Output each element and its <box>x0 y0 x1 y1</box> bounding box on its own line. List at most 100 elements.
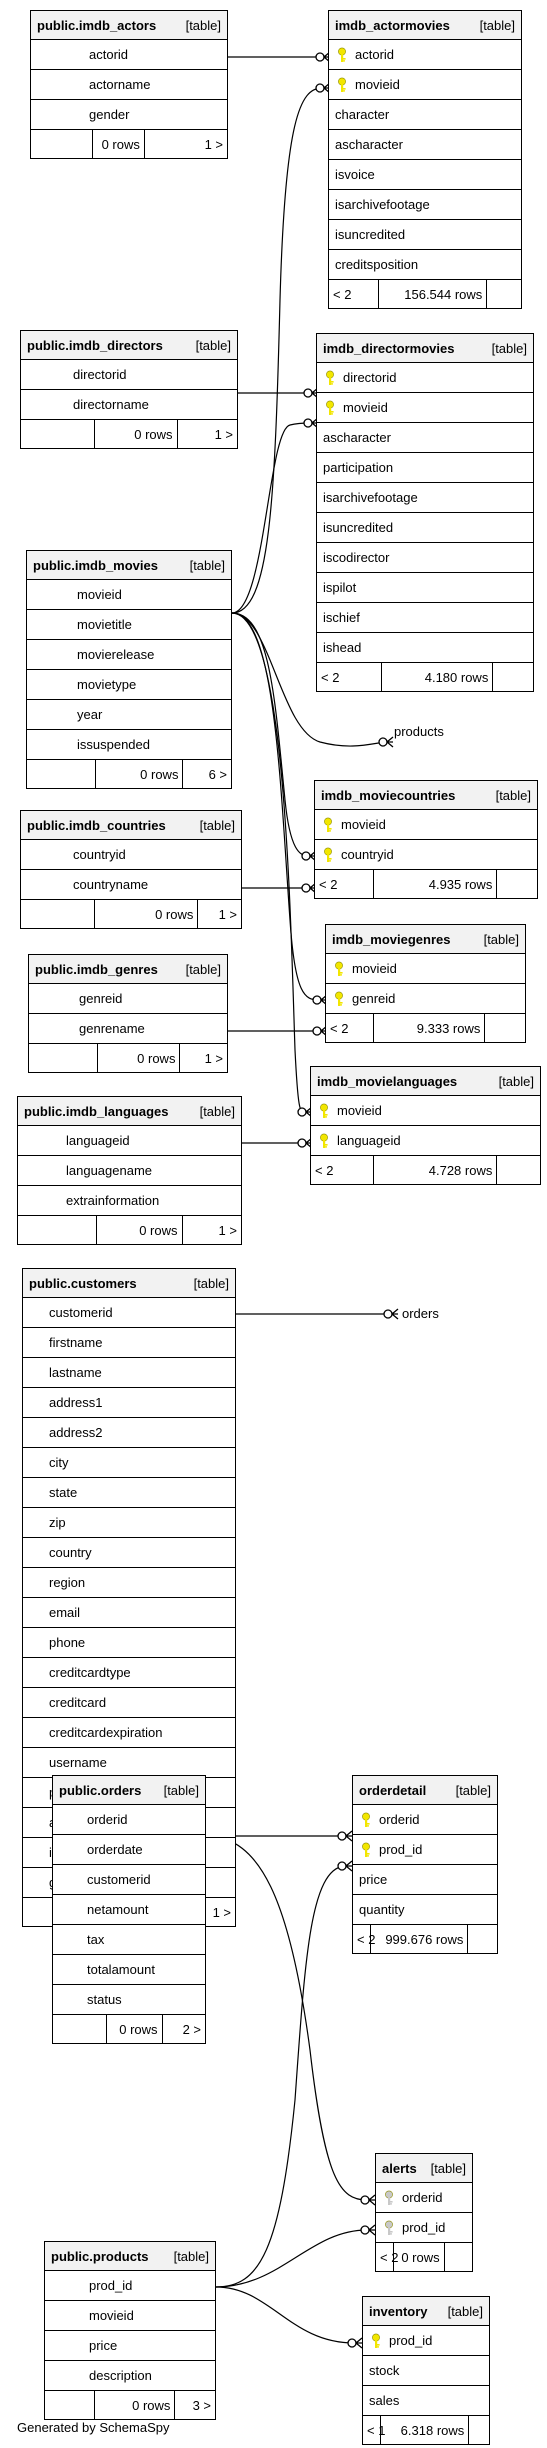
parent-count <box>27 760 97 789</box>
column-name: orderid <box>379 1812 420 1827</box>
table-type: [table] <box>495 787 531 803</box>
column-name: actorid <box>355 47 395 62</box>
column-name: movieid <box>352 961 397 976</box>
primary-key-icon <box>321 847 335 863</box>
relationship-end-circle <box>312 995 322 1005</box>
column-row: genreid <box>29 984 227 1014</box>
column-row: languageid <box>18 1126 241 1156</box>
relationship-line <box>231 87 323 614</box>
column-name: languagename <box>66 1163 153 1178</box>
row-count: 0 rows <box>93 130 145 159</box>
column-name: lastname <box>49 1365 102 1380</box>
table-type: [table] <box>195 337 231 353</box>
column-row: year <box>27 700 231 730</box>
table-header: public.customers[table] <box>23 1269 235 1298</box>
column-row: creditsposition <box>329 250 521 280</box>
table-type: [table] <box>491 340 527 356</box>
column-row: zip <box>23 1508 235 1538</box>
table-type: [table] <box>483 931 519 947</box>
column-name: actorname <box>89 77 151 92</box>
column-name: movieid <box>341 817 386 832</box>
row-count: 0 rows <box>95 2391 176 2420</box>
relationship-line <box>231 612 309 857</box>
relationship-line <box>231 422 311 614</box>
column-name: address2 <box>49 1425 103 1440</box>
parent-count: < 2 <box>311 1156 375 1185</box>
row-count: 156.544 rows <box>379 280 488 309</box>
parent-count: < 2 <box>317 663 383 692</box>
child-count <box>469 2416 489 2445</box>
column-row: creditcardexpiration <box>23 1718 235 1748</box>
table-header: public.imdb_countries[table] <box>21 811 241 840</box>
relationship-line <box>231 612 305 1113</box>
column-name: directorname <box>73 397 149 412</box>
primary-key-icon <box>323 400 337 416</box>
table-type: [table] <box>185 961 221 977</box>
column-row: lastname <box>23 1358 235 1388</box>
row-count: 0 rows <box>95 900 199 929</box>
column-row: movieid <box>27 580 231 610</box>
column-row: movieid <box>45 2301 215 2331</box>
table-name: imdb_directormovies <box>323 340 455 356</box>
column-name: prod_id <box>379 1842 423 1857</box>
table-header: imdb_moviecountries[table] <box>315 781 537 810</box>
column-row: region <box>23 1568 235 1598</box>
child-count: 1 > <box>218 1223 237 1238</box>
parent-count <box>45 2391 96 2420</box>
child-count <box>445 2243 472 2272</box>
relationship-end-crowfoot <box>386 736 394 748</box>
row-count: 0 rows <box>98 1044 181 1073</box>
primary-key-icon <box>369 2333 383 2349</box>
table-header: orderdetail[table] <box>353 1776 497 1805</box>
column-row: orderid <box>53 1805 205 1835</box>
relationship-end-circle <box>312 1026 322 1036</box>
column-name: movieid <box>343 400 388 415</box>
column-name: isarchivefootage <box>323 490 418 505</box>
table-imdb-genres: public.imdb_genres[table]genreid genrenam… <box>28 954 228 1073</box>
column-row: character <box>329 100 521 130</box>
relationship-line <box>231 612 386 747</box>
column-name: ishead <box>323 640 362 655</box>
column-row: price <box>45 2331 215 2361</box>
column-row: movietype <box>27 670 231 700</box>
table-name: public.imdb_movies <box>33 557 158 573</box>
column-name: address1 <box>49 1395 103 1410</box>
column-name: username <box>49 1755 107 1770</box>
column-name: movietype <box>77 677 137 692</box>
column-name: quantity <box>359 1902 405 1917</box>
column-name: genrename <box>79 1021 145 1036</box>
column-row: directorid <box>317 363 533 393</box>
table-header: public.imdb_genres[table] <box>29 955 227 984</box>
row-count: 4.935 rows <box>374 870 498 899</box>
relationship-end-crowfoot <box>355 2337 363 2349</box>
parent-count: < 2 <box>353 1925 375 1954</box>
column-name: isvoice <box>335 167 375 182</box>
column-row: genreid <box>326 984 525 1014</box>
relationship-end-circle <box>303 418 313 428</box>
child-count <box>468 1925 497 1954</box>
column-row: description <box>45 2361 215 2391</box>
column-row: countryname <box>21 870 241 900</box>
relationship-end-crowfoot <box>345 1830 353 1842</box>
column-row: isarchivefootage <box>329 190 521 220</box>
foreign-key-icon <box>382 2220 396 2236</box>
foreign-key-icon <box>382 2190 396 2206</box>
column-name: region <box>49 1575 86 1590</box>
relationship-end-circle <box>297 1138 307 1148</box>
row-count: 9.333 rows <box>374 1014 486 1043</box>
column-row: country <box>23 1538 235 1568</box>
column-name: totalamount <box>87 1962 155 1977</box>
